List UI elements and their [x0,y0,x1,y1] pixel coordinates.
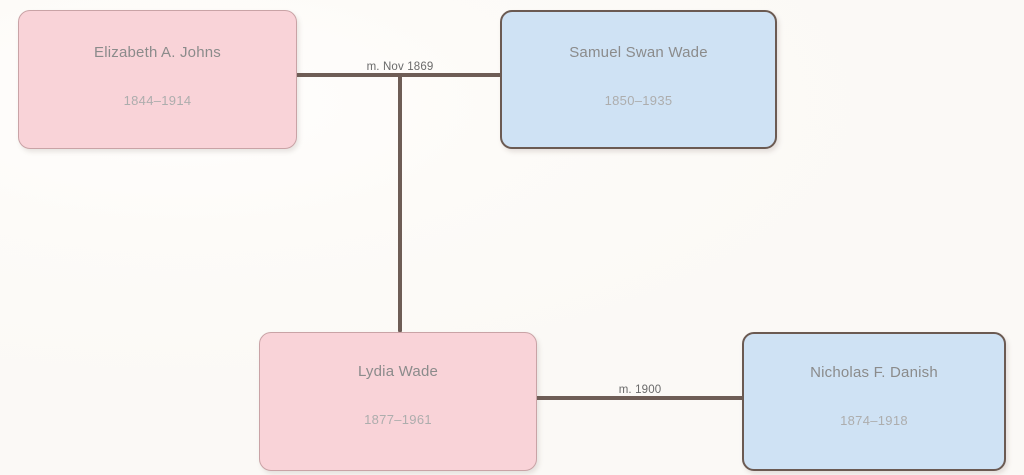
person-card-samuel-swan-wade[interactable]: Samuel Swan Wade 1850–1935 [500,10,777,149]
person-card-nicholas-f-danish[interactable]: Nicholas F. Danish 1874–1918 [742,332,1006,471]
person-card-elizabeth-a-johns[interactable]: Elizabeth A. Johns 1844–1914 [18,10,297,149]
person-dates: 1850–1935 [604,93,673,108]
person-dates: 1844–1914 [123,93,192,108]
person-name: Lydia Wade [357,363,439,380]
descent-line-to-lydia-wade [398,73,402,332]
person-name: Nicholas F. Danish [810,364,938,381]
person-name: Samuel Swan Wade [569,44,708,61]
marriage-connector-wade-danish [536,396,744,400]
person-name: Elizabeth A. Johns [93,44,221,61]
person-dates: 1877–1961 [364,412,432,427]
marriage-label-wade-danish: m. 1900 [618,384,662,396]
marriage-label-johns-wade: m. Nov 1869 [366,61,434,73]
person-card-lydia-wade[interactable]: Lydia Wade 1877–1961 [259,332,537,471]
person-dates: 1874–1918 [840,413,908,428]
